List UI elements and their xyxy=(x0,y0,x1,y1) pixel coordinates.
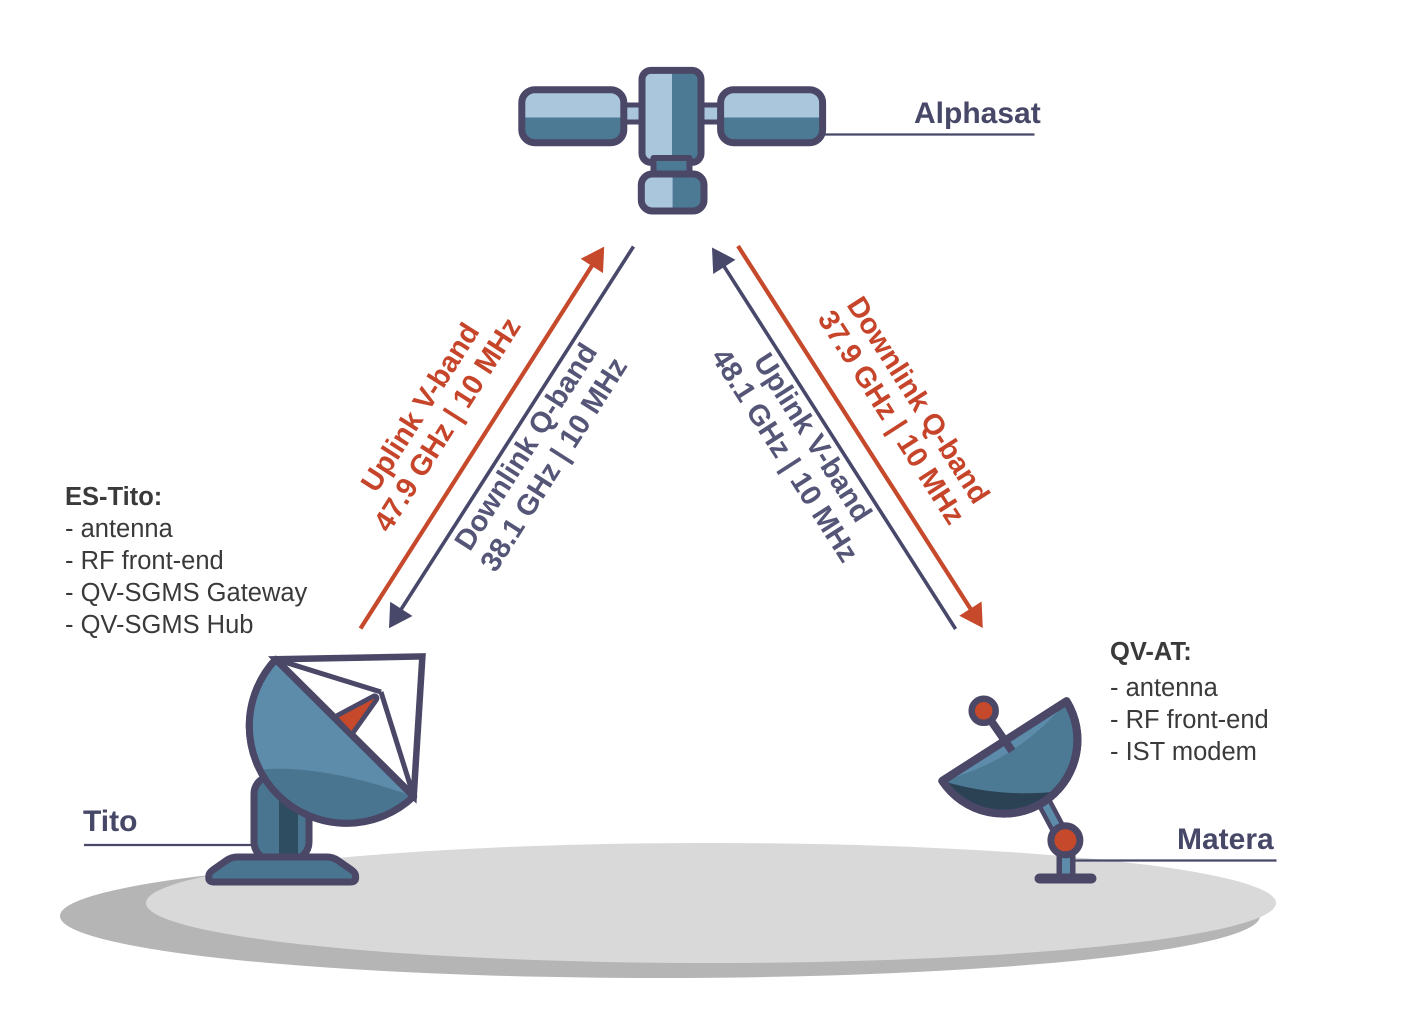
svg-text:- QV-SGMS Gateway: - QV-SGMS Gateway xyxy=(65,579,308,607)
svg-text:Tito: Tito xyxy=(83,805,137,838)
svg-text:- RF front-end: - RF front-end xyxy=(65,547,224,575)
svg-text:QV-AT:: QV-AT: xyxy=(1110,638,1192,666)
svg-text:- antenna: - antenna xyxy=(1110,674,1219,702)
svg-text:- antenna: - antenna xyxy=(65,515,174,543)
svg-text:- QV-SGMS Hub: - QV-SGMS Hub xyxy=(65,611,253,639)
svg-text:- IST modem: - IST modem xyxy=(1110,738,1257,766)
svg-text:Matera: Matera xyxy=(1177,823,1274,856)
svg-text:ES-Tito:: ES-Tito: xyxy=(65,483,162,511)
svg-text:Alphasat: Alphasat xyxy=(914,97,1041,130)
svg-text:- RF front-end: - RF front-end xyxy=(1110,706,1269,734)
